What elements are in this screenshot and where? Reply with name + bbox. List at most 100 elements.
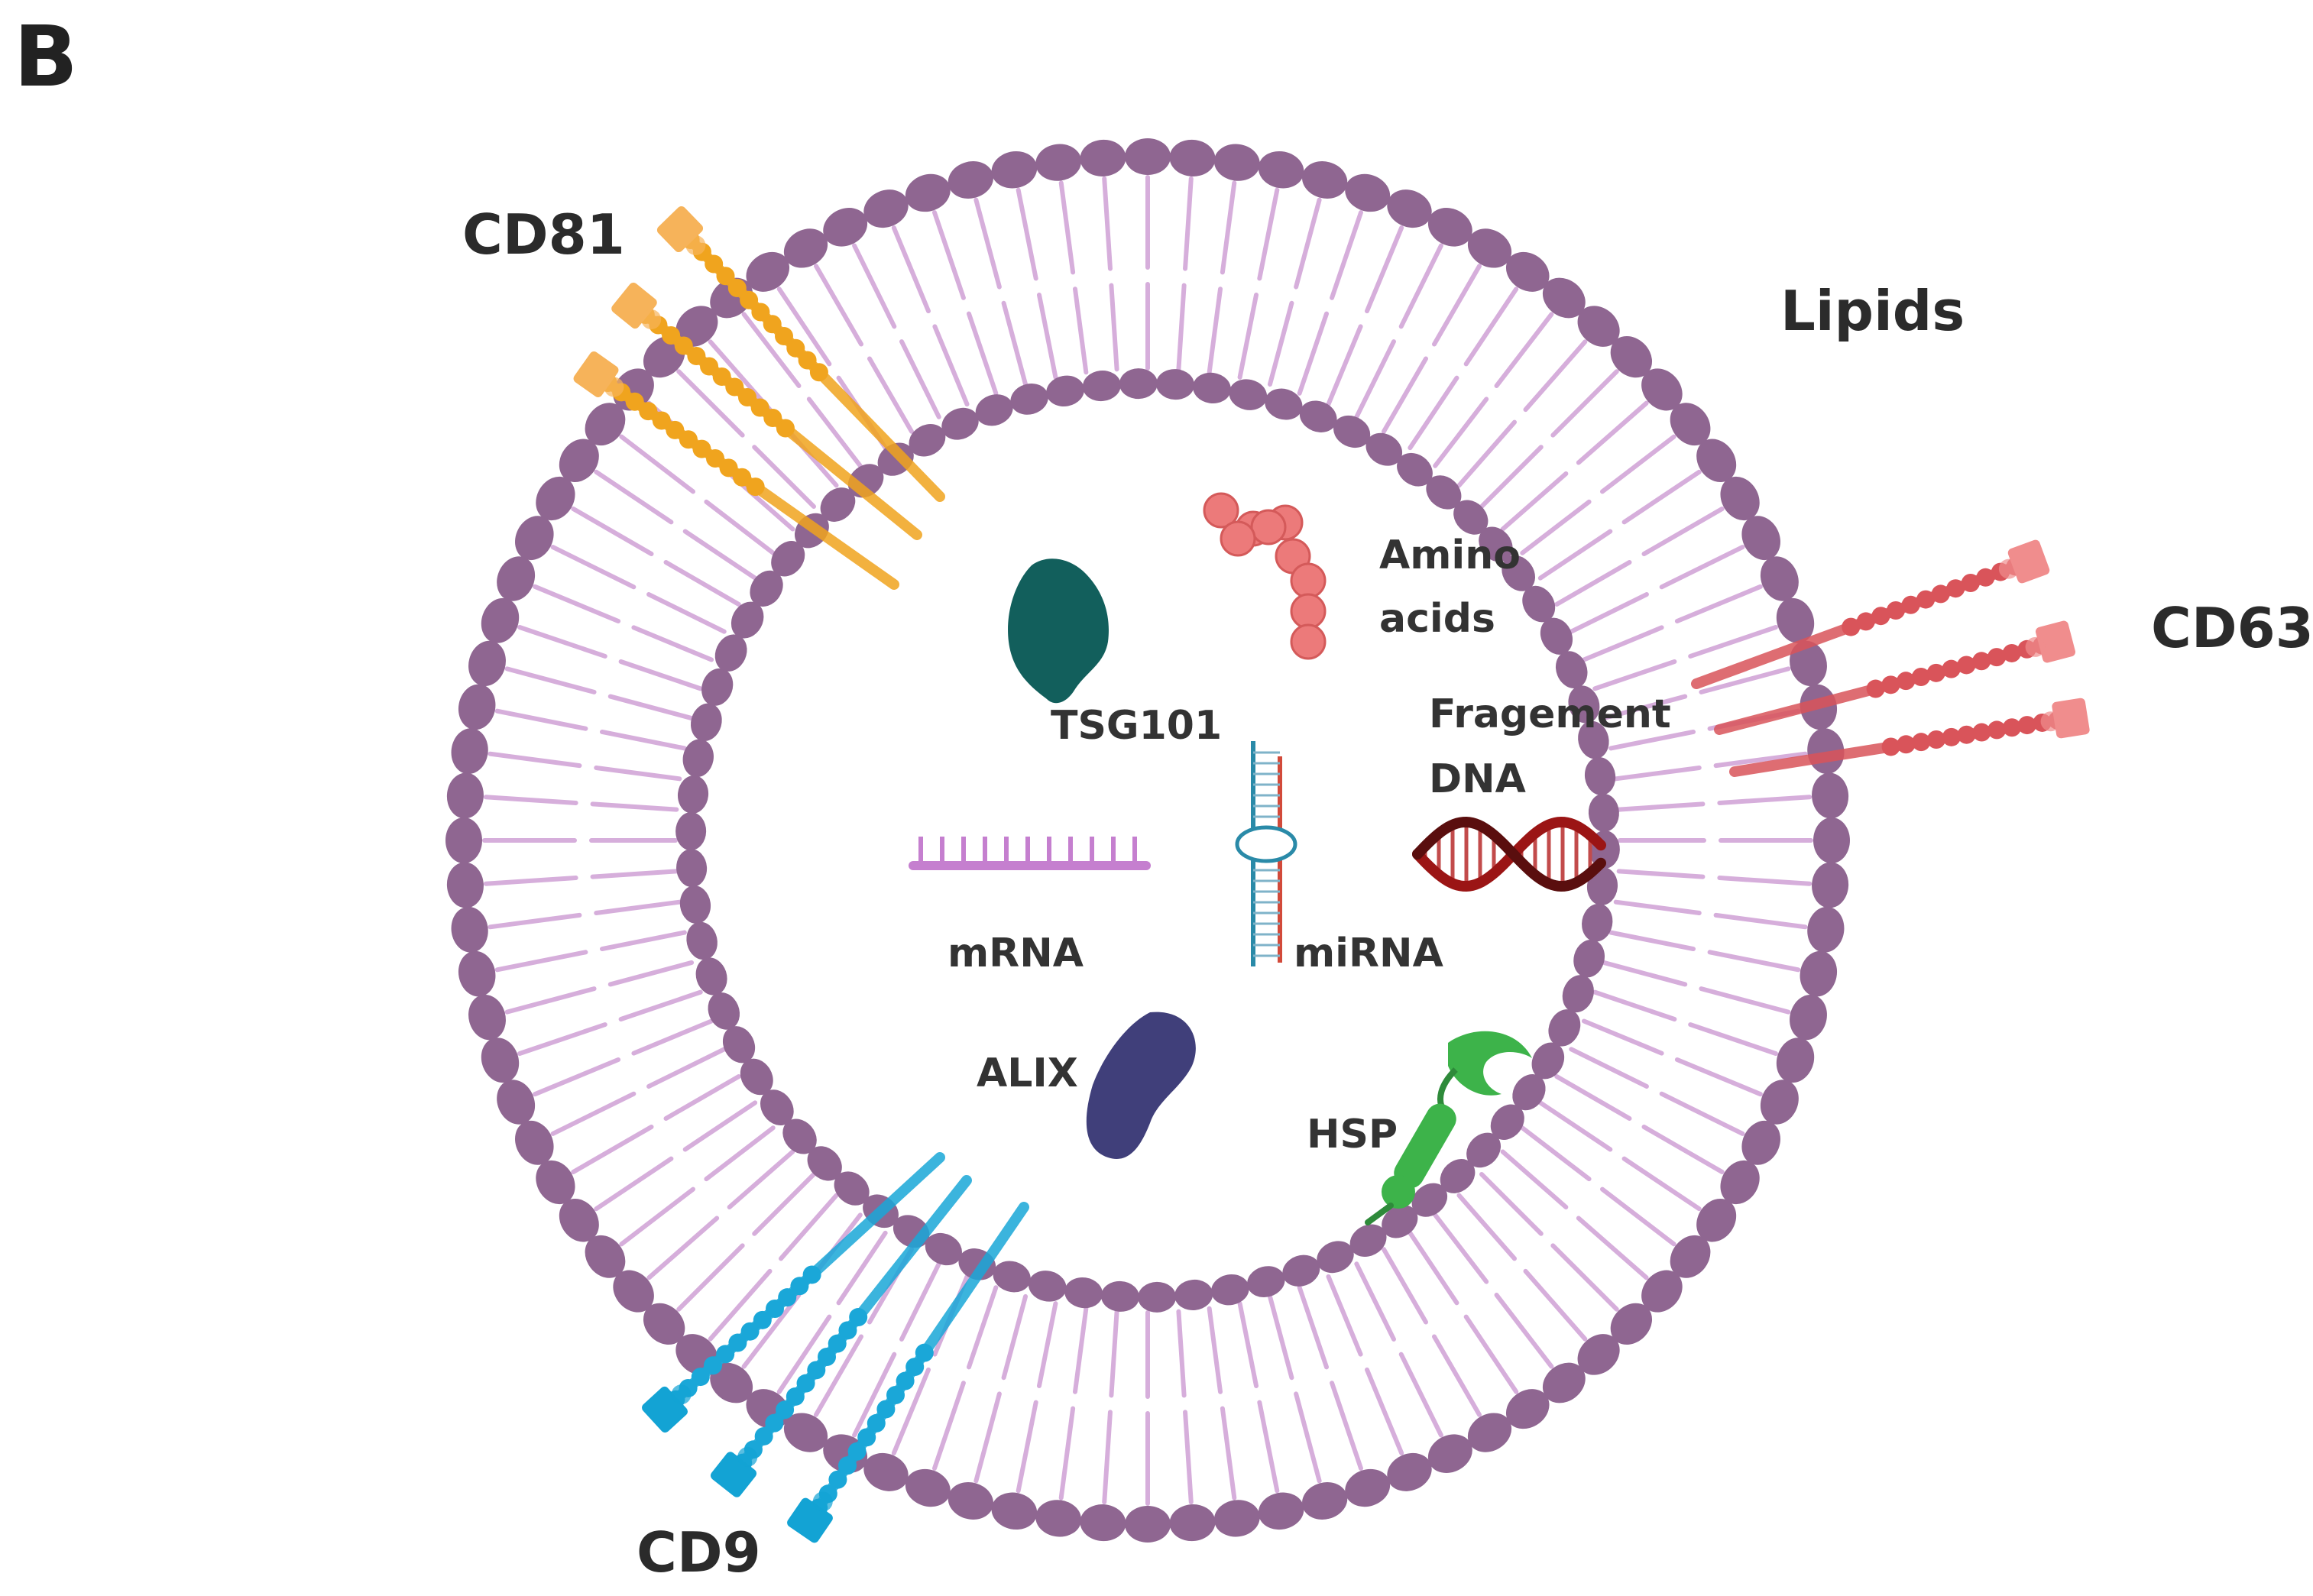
lipid-head [731, 601, 764, 639]
lipid-head [1427, 1434, 1472, 1473]
protein-bead [775, 327, 793, 345]
protein-bead [716, 267, 735, 286]
protein-bead [679, 430, 698, 449]
lipid-tail [1398, 243, 1443, 329]
lipid-head [1582, 903, 1613, 942]
lipid-head [458, 684, 496, 730]
protein-bead [754, 1426, 773, 1445]
lipid-tail [1592, 989, 1677, 1022]
protein-bead [706, 449, 724, 468]
lipid-tail [571, 1125, 654, 1174]
protein-bead [1972, 652, 1991, 671]
protein-bead [727, 279, 747, 297]
protein-bead [740, 1322, 760, 1341]
lipid-head [948, 161, 993, 199]
lipid-tail [1608, 930, 1696, 952]
hsp-domain [1382, 1175, 1415, 1209]
lipid-tail [1267, 1293, 1294, 1381]
lipid-head [1397, 452, 1433, 487]
lipid-tail [1237, 292, 1259, 380]
lipid-tail [1576, 400, 1649, 465]
lipid-tail [931, 210, 966, 300]
lipid-tail [1072, 1306, 1089, 1394]
lipid-tail [1699, 986, 1791, 1015]
lipid-head [682, 739, 714, 778]
lipid-tail [1713, 912, 1808, 930]
protein-bead [1957, 725, 1976, 744]
lipid-tail [1257, 1400, 1280, 1494]
lipid-head [1568, 685, 1600, 724]
lipid-head [1046, 375, 1084, 406]
lipid-tail [1569, 1047, 1649, 1089]
amino-acid-bead [1220, 520, 1256, 557]
lipid-head [446, 862, 484, 908]
lipid-tail [1717, 795, 1812, 805]
lipid-tail [663, 1074, 741, 1121]
lipid-head [1193, 372, 1231, 404]
mirna-loop [1235, 825, 1297, 863]
lipid-head [905, 173, 951, 212]
protein-bead [1942, 727, 1961, 746]
lipid-head [1720, 476, 1760, 521]
lipid-tail [741, 312, 802, 388]
lipid-head [1035, 1500, 1082, 1537]
protein-bead [1901, 595, 1920, 614]
lipid-head [1211, 1274, 1249, 1306]
lipid-tail [1537, 1100, 1613, 1152]
hsp-protein [1365, 1031, 1532, 1225]
protein-bead [786, 1387, 805, 1406]
lipid-head [458, 950, 496, 997]
lipid-head [1790, 640, 1827, 686]
protein-bead [828, 1334, 847, 1353]
lipid-tail [1257, 187, 1280, 281]
lipid-head [1169, 139, 1216, 176]
lipid-head [722, 1026, 756, 1063]
lipid-tail [1621, 1156, 1702, 1212]
protein-bead [691, 1368, 710, 1387]
lipid-head [468, 640, 506, 686]
protein-bead [1866, 679, 1885, 698]
lipid-tail [1183, 1410, 1194, 1505]
lipid-tail [646, 592, 727, 634]
lipid-tail [1102, 1410, 1113, 1505]
lipid-head [1522, 585, 1556, 623]
protein-bead [802, 1265, 821, 1284]
lipid-tail [1581, 1018, 1664, 1056]
lipid-head [1467, 228, 1512, 268]
protein-link [604, 377, 624, 397]
lipid-tail [1102, 176, 1113, 271]
dna-strand [1412, 816, 1606, 892]
hsp-tail [1365, 1203, 1394, 1225]
protein-bead [692, 439, 711, 458]
alix-label: ALIX [977, 1051, 1078, 1096]
lipid-tail [1456, 419, 1517, 488]
lipid-head [714, 634, 747, 672]
lipid-head [1542, 277, 1586, 319]
lipid-tail [1109, 1309, 1119, 1398]
lipid-tail [966, 1285, 999, 1370]
lipid-head [468, 995, 506, 1041]
lipid-head [1577, 306, 1620, 347]
lipid-tail [973, 197, 1002, 290]
lipid-head [1800, 950, 1838, 997]
lipid-head [559, 1198, 599, 1242]
lipid-tail [1072, 287, 1089, 375]
lipid-tail [1520, 499, 1592, 555]
protein-bead [652, 411, 671, 430]
lipid-head [1776, 1038, 1815, 1083]
lipid-head [695, 957, 727, 995]
lipid-head [1229, 379, 1268, 410]
amino-acids-label-line1: Amino [1379, 533, 1521, 578]
lipid-head [536, 476, 575, 521]
lipid-head [1426, 475, 1462, 510]
protein-bead [776, 419, 795, 438]
lipid-head [1010, 384, 1048, 415]
lipid-head [536, 1160, 575, 1205]
protein-bead [2003, 718, 2021, 737]
lipid-tail [1713, 751, 1808, 769]
lipid-head [1427, 208, 1472, 247]
lipid-tail [1621, 469, 1702, 525]
protein-bead [1897, 672, 1916, 691]
cd63-protein [1729, 698, 2090, 777]
lipid-tail [676, 369, 745, 438]
